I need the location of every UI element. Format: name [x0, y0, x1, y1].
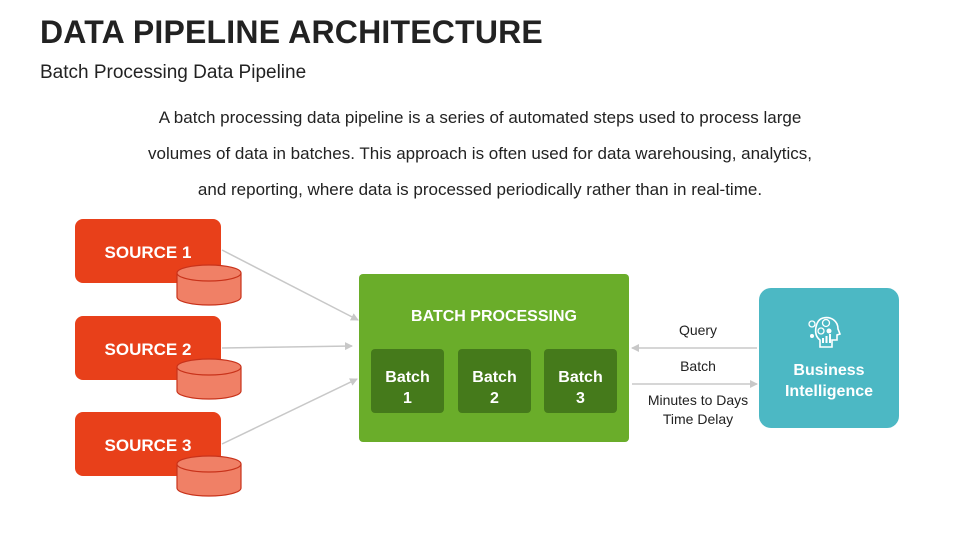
batch-label: Batch — [558, 369, 603, 386]
batch-label: Batch — [472, 369, 517, 386]
source-1-arrow — [221, 249, 359, 321]
query-label: Query — [678, 322, 718, 338]
batch-label: Batch — [385, 369, 430, 386]
description: A batch processing data pipeline is a se… — [80, 100, 880, 208]
batch-number: 2 — [490, 390, 499, 407]
source-3-arrow — [221, 378, 358, 445]
page-subtitle: Batch Processing Data Pipeline — [40, 62, 307, 83]
batch-1-box: Batch 1 — [371, 349, 444, 413]
source-2-box: SOURCE 2 — [75, 316, 221, 380]
description-line: and reporting, where data is processed p… — [197, 180, 763, 199]
bi-label-line2: Intelligence — [784, 383, 874, 400]
database-icon — [176, 264, 242, 306]
database-icon — [176, 358, 242, 400]
source-2-arrow — [221, 342, 353, 351]
batch-number: 1 — [403, 390, 412, 407]
batch-processing-box: BATCH PROCESSING Batch 1 Batch 2 Batch 3 — [359, 274, 629, 442]
batch-2-box: Batch 2 — [458, 349, 531, 413]
business-intelligence-box: Business Intelligence — [759, 288, 899, 428]
database-icon — [176, 455, 242, 497]
batch-processing-title: BATCH PROCESSING — [411, 308, 577, 325]
description-line: A batch processing data pipeline is a se… — [158, 108, 802, 127]
bi-label-line1: Business — [793, 362, 865, 379]
batch-3-box: Batch 3 — [544, 349, 617, 413]
delay-label-line2: Time Delay — [662, 411, 734, 427]
page-title: DATA PIPELINE ARCHITECTURE — [40, 14, 543, 50]
description-line: volumes of data in batches. This approac… — [147, 144, 813, 163]
analytics-head-icon — [808, 316, 842, 348]
batch-flow-label: Batch — [680, 358, 716, 374]
business-intelligence-label: Business Intelligence — [759, 360, 899, 402]
delay-label-line1: Minutes to Days — [647, 392, 749, 408]
batch-number: 3 — [576, 390, 585, 407]
